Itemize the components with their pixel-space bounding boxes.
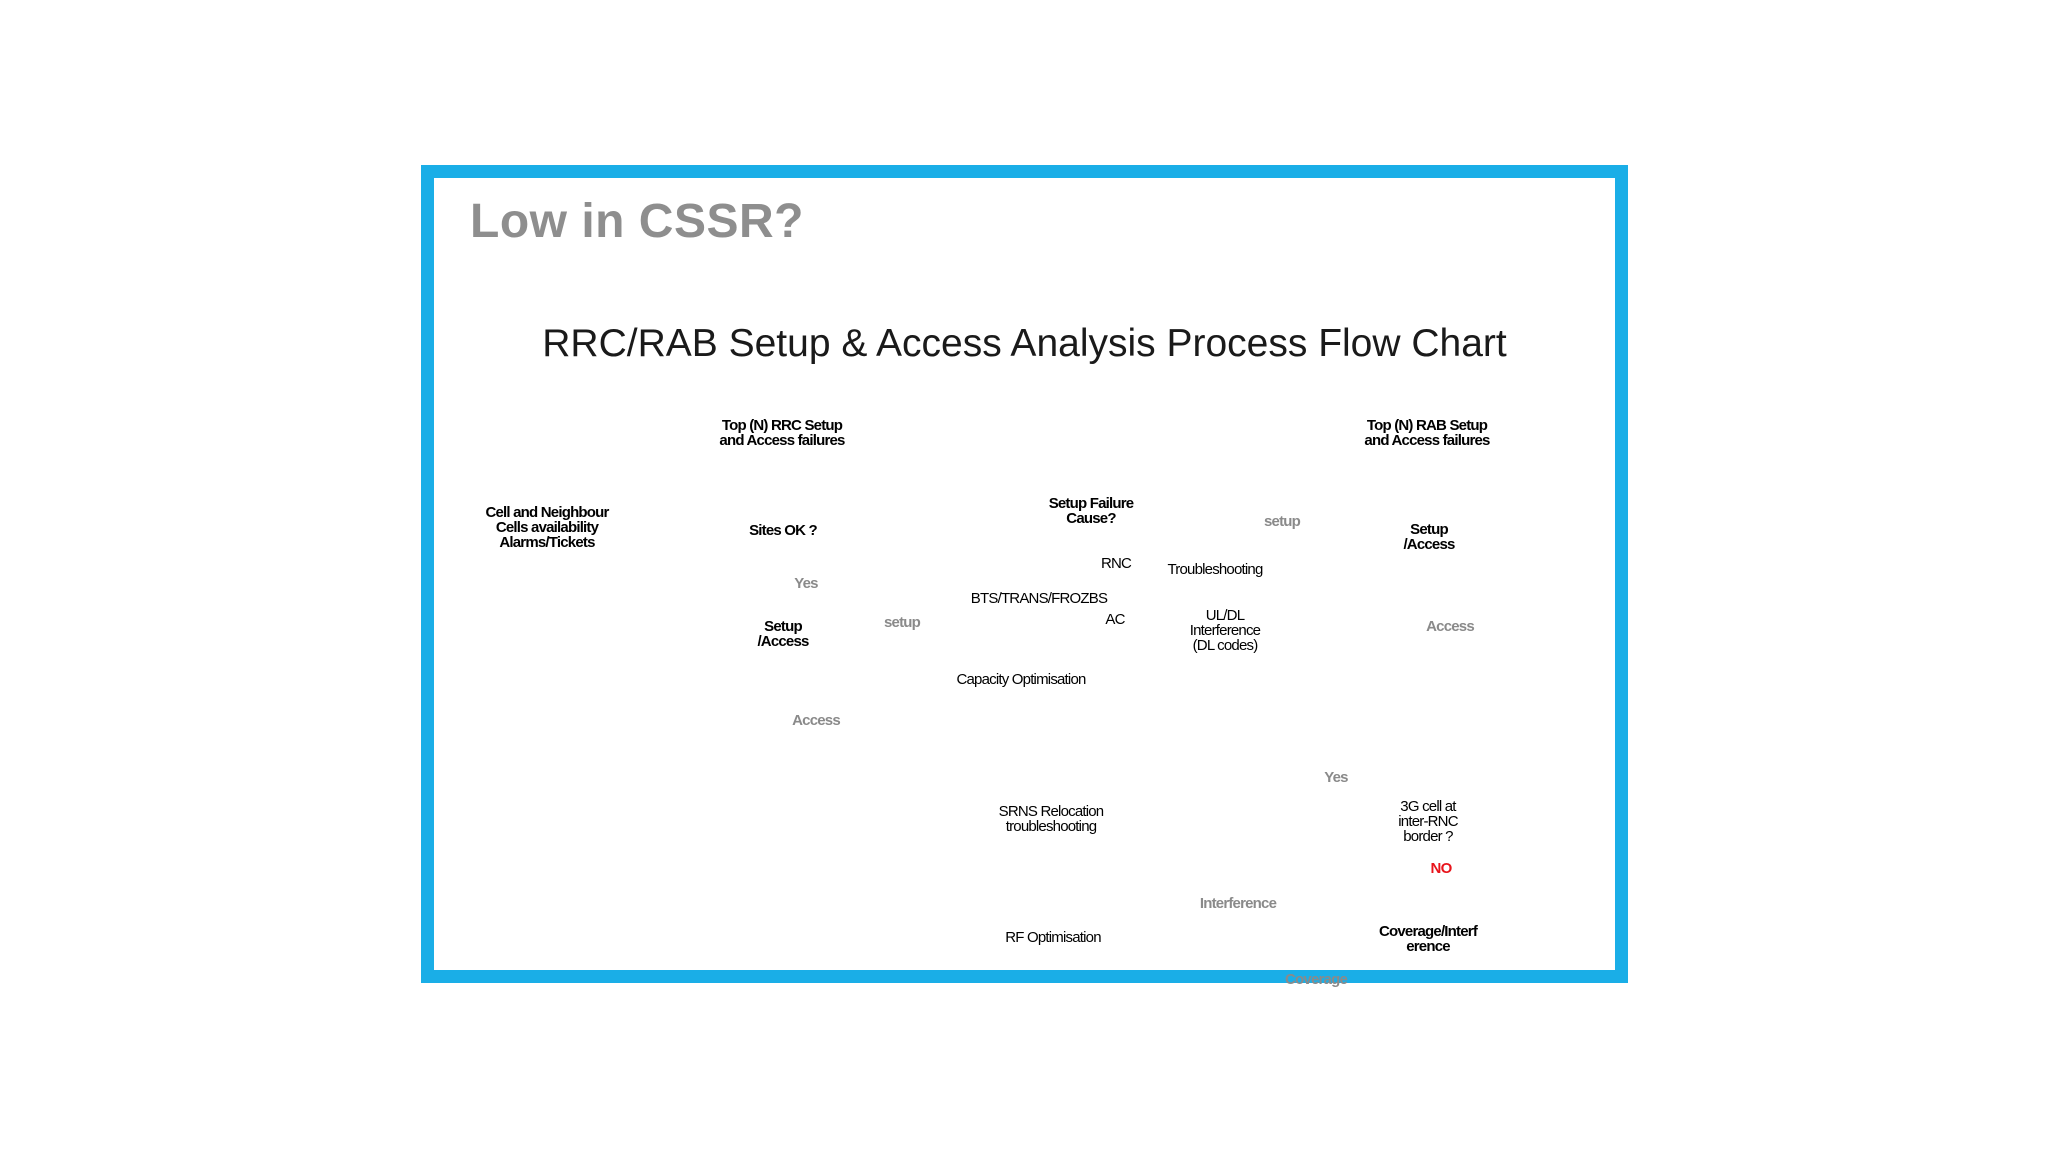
node-ac: AC	[1105, 611, 1125, 628]
flow-chart-title: RRC/RAB Setup & Access Analysis Process …	[542, 322, 1507, 365]
node-setup-access-right: Setup /Access	[1403, 521, 1455, 553]
node-top-rab-failures: Top (N) RAB Setup and Access failures	[1364, 417, 1490, 449]
edge-label-yes-left: Yes	[794, 575, 818, 592]
edge-label-setup-mid: setup	[883, 614, 921, 631]
edge-label-coverage: Coverage	[1285, 971, 1348, 988]
node-top-rrc-failures: Top (N) RRC Setup and Access failures	[719, 417, 845, 449]
node-ul-dl-interference: UL/DL Interference (DL codes)	[1189, 607, 1261, 654]
node-cell-neighbour-availability: Cell and Neighbour Cells availability Al…	[485, 504, 609, 551]
edge-label-yes-right: Yes	[1324, 769, 1348, 786]
edge-label-access-left: Access	[792, 712, 841, 729]
edge-label-no: NO	[1430, 860, 1453, 877]
node-setup-access-left: Setup /Access	[757, 618, 809, 650]
node-srns-relocation: SRNS Relocation troubleshooting	[998, 803, 1105, 835]
node-rnc: RNC	[1100, 555, 1132, 572]
edge-label-setup-right: setup	[1263, 513, 1301, 530]
slide-title: Low in CSSR?	[470, 195, 804, 248]
node-bts-trans-frozbs: BTS/TRANS/FROZBS	[970, 590, 1108, 607]
node-setup-failure-cause: Setup Failure Cause?	[1048, 495, 1134, 527]
edge-label-access-right: Access	[1426, 618, 1475, 635]
node-troubleshooting: Troubleshooting	[1167, 561, 1263, 578]
slide: Low in CSSR? RRC/RAB Setup & Access Anal…	[421, 165, 1628, 987]
node-sites-ok: Sites OK ?	[749, 522, 818, 539]
node-coverage-interference: Coverage/Interf erence	[1378, 923, 1478, 955]
node-capacity-optimisation: Capacity Optimisation	[956, 671, 1086, 688]
node-3g-cell-inter-rnc: 3G cell at inter-RNC border ?	[1398, 798, 1458, 845]
edge-label-interference: Interference	[1199, 895, 1277, 912]
node-rf-optimisation: RF Optimisation	[1005, 929, 1101, 946]
